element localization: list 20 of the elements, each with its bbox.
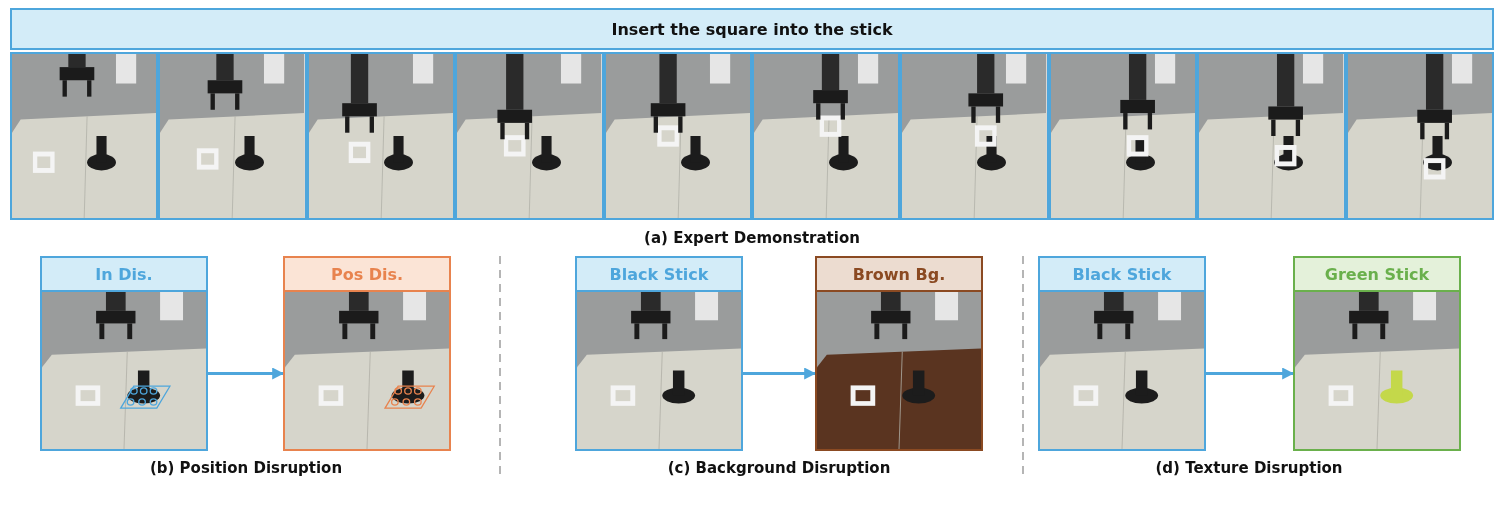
panel-heading: Black Stick [577, 258, 741, 292]
panel-heading: In Dis. [42, 258, 206, 292]
panel-frame [1038, 256, 1206, 451]
panel-heading: Green Stick [1295, 258, 1459, 292]
panel-frame [40, 256, 208, 451]
panel-frame [575, 256, 743, 451]
figure-caption: (a) Expert Demonstration [644, 229, 860, 247]
panel-heading: Pos Dis. [285, 258, 449, 292]
panel-frame [815, 256, 983, 451]
arrow [1206, 367, 1295, 380]
title-banner: Insert the square into the stick [10, 8, 1494, 50]
panel-frame [1293, 256, 1461, 451]
figure-caption: (d) Texture Disruption [1155, 459, 1343, 477]
arrow [743, 367, 817, 380]
figure-caption: (c) Background Disruption [667, 459, 891, 477]
panel-heading: Black Stick [1040, 258, 1204, 292]
panel-heading: Brown Bg. [817, 258, 981, 292]
figure-caption: (b) Position Disruption [149, 459, 343, 477]
arrow [208, 367, 285, 380]
panel-frame [283, 256, 451, 451]
